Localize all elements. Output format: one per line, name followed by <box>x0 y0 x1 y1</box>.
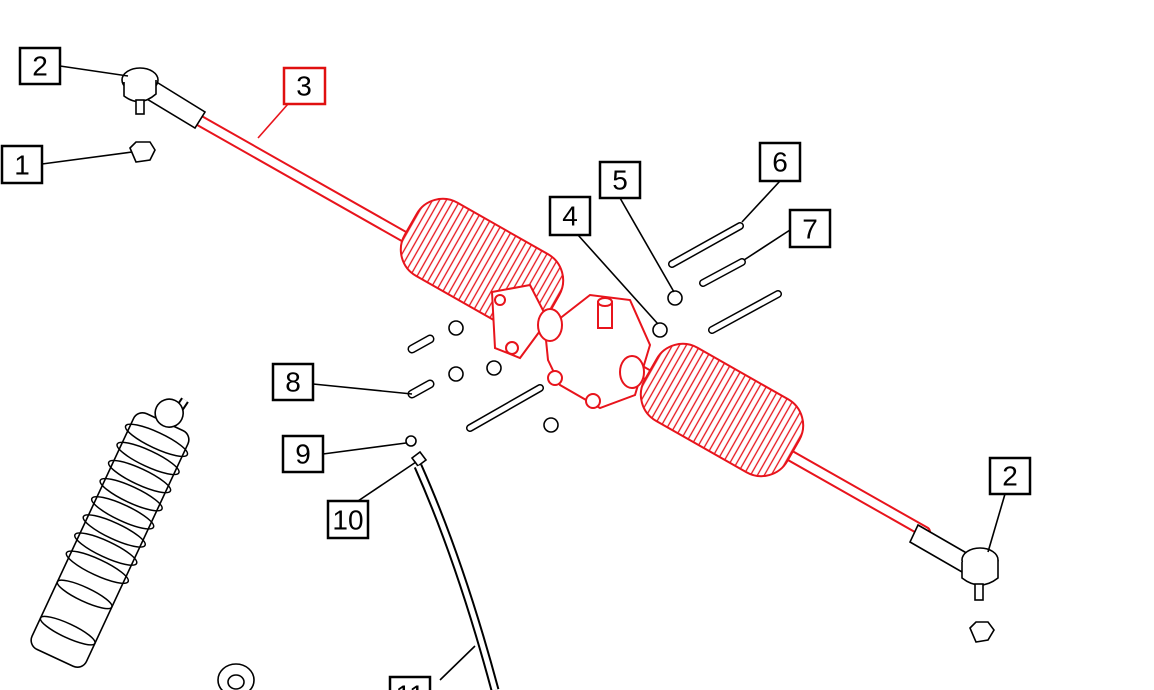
callout-label: 1 <box>14 150 30 181</box>
hose[interactable] <box>413 464 500 690</box>
callout-3-selected[interactable]: 3 <box>282 66 327 106</box>
shock-absorber[interactable] <box>24 386 255 690</box>
callout-4[interactable]: 4 <box>548 195 592 237</box>
callout-5[interactable]: 5 <box>598 160 642 200</box>
right-tie-rod-end[interactable] <box>908 523 999 601</box>
callout-label: 9 <box>295 439 311 470</box>
callout-8[interactable]: 8 <box>271 362 315 402</box>
left-tie-rod-end[interactable] <box>121 67 207 130</box>
callout-2-right[interactable]: 2 <box>988 456 1032 496</box>
callout-6[interactable]: 6 <box>758 141 802 183</box>
callout-label: 8 <box>285 367 301 398</box>
castle-nut-right[interactable] <box>969 621 995 643</box>
callout-label: 11 <box>395 680 424 690</box>
callout-label: 2 <box>1002 461 1018 492</box>
callout-2-left[interactable]: 2 <box>18 46 62 86</box>
callout-9[interactable]: 9 <box>281 434 325 474</box>
callout-label: 7 <box>802 214 818 245</box>
callout-11[interactable]: 11 <box>388 675 432 690</box>
callout-label: 5 <box>612 165 628 196</box>
nuts[interactable] <box>405 290 683 468</box>
callout-7[interactable]: 7 <box>788 208 832 249</box>
castle-nut-left[interactable] <box>129 141 156 163</box>
callout-1[interactable]: 1 <box>0 144 44 185</box>
callout-label: 2 <box>32 51 48 82</box>
callout-label: 4 <box>562 201 578 232</box>
pinion-housing <box>490 283 652 410</box>
steering-rack-assembly[interactable] <box>189 112 931 538</box>
callout-10[interactable]: 10 <box>326 499 370 540</box>
callout-label: 6 <box>772 147 788 178</box>
callout-label: 10 <box>332 505 363 536</box>
leader-lines <box>41 65 1006 681</box>
callout-label: 3 <box>296 71 312 102</box>
right-rack-boot <box>639 342 805 478</box>
bolts[interactable] <box>407 222 782 432</box>
